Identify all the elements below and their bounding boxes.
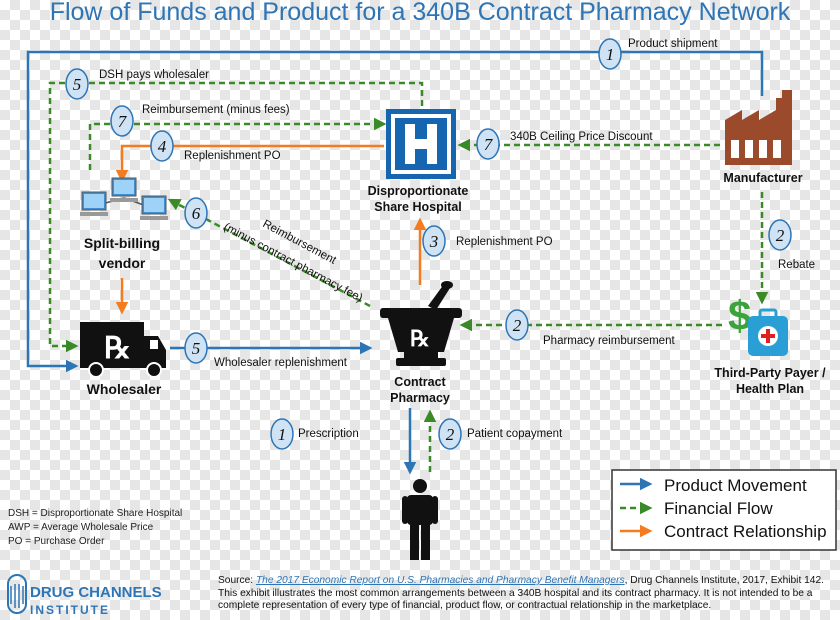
manufacturer-node: Manufacturer [723, 90, 803, 185]
flow-number: 1 [606, 45, 615, 64]
flow-label: Rebate [778, 259, 815, 271]
source-link[interactable]: The 2017 Economic Report on U.S. Pharmac… [255, 575, 625, 586]
flow-number: 7 [484, 135, 494, 154]
abbreviations: DSH = Disproportionate Share Hospital AW… [8, 508, 182, 547]
flow-number: 1 [278, 425, 287, 444]
drug-channels-logo: DRUG CHANNELS INSTITUTE [7, 574, 162, 617]
payer-node: $ Third-Party Payer / Health Plan [714, 292, 826, 396]
flow-number: 7 [118, 112, 128, 131]
flow-number: 2 [513, 316, 522, 335]
flow-reimbursement-minus-contract-fee: 6 Reimbursement (minus contract pharmacy… [184, 197, 365, 305]
flow-label: Pharmacy reimbursement [543, 335, 675, 347]
flow-label: Replenishment PO [456, 236, 553, 248]
flow-number: 2 [776, 226, 785, 245]
flow-number: 6 [192, 204, 201, 223]
abbr-po: PO = Purchase Order [8, 536, 105, 547]
pharmacy-node: ℞ Contract Pharmacy [380, 281, 462, 405]
abbr-awp: AWP = Average Wholesale Price [8, 522, 154, 533]
flow-label: Wholesaler replenishment [214, 357, 348, 369]
flow-label: DSH pays wholesaler [99, 69, 209, 81]
vendor-node: Split-billing vendor [80, 177, 168, 271]
vendor-label-line2: vendor [99, 255, 146, 271]
flow-product-shipment: 1 Product shipment [598, 38, 718, 70]
patient-node [402, 479, 438, 560]
flow-prescription: 1 Prescription [270, 418, 359, 450]
rx-truck-icon: ℞ [80, 322, 166, 378]
legend-financial-flow: Financial Flow [664, 499, 773, 518]
flow-label: Patient copayment [467, 428, 563, 440]
diagram-title: Flow of Funds and Product for a 340B Con… [50, 0, 791, 26]
arrow-product-shipment [26, 50, 764, 373]
flow-patient-copayment: 2 Patient copayment [438, 418, 563, 450]
flow-label: 340B Ceiling Price Discount [510, 131, 653, 143]
payer-label-line2: Health Plan [736, 382, 804, 396]
flow-label: Prescription [298, 428, 359, 440]
person-icon [402, 479, 438, 560]
hospital-label-line2: Share Hospital [374, 200, 462, 214]
flow-label: Reimbursement (minus fees) [142, 104, 290, 116]
arrow-reimbursement-minus-contract-fee [167, 198, 371, 308]
payer-label-line1: Third-Party Payer / [714, 366, 826, 380]
flow-number: 2 [446, 425, 455, 444]
flow-replenishment-po-3: 3 Replenishment PO [422, 225, 553, 257]
abbr-dsh: DSH = Disproportionate Share Hospital [8, 508, 182, 519]
svg-text:℞: ℞ [104, 332, 131, 365]
flow-number: 5 [73, 75, 82, 94]
logo-line2: INSTITUTE [30, 603, 110, 617]
flow-ceiling-price-discount: 7 340B Ceiling Price Discount [476, 128, 653, 160]
pharmacy-label-line2: Pharmacy [390, 391, 450, 405]
flow-pharmacy-reimbursement: 2 Pharmacy reimbursement [505, 309, 675, 347]
logo-line1: DRUG CHANNELS [30, 584, 162, 601]
arrow-dsh-pays-wholesaler [48, 81, 424, 353]
flow-label: Replenishment PO [184, 150, 281, 162]
flow-rebate: 2 Rebate [768, 219, 815, 271]
flow-replenishment-po-4: 4 Replenishment PO [150, 130, 281, 162]
legend-contract-relationship: Contract Relationship [664, 522, 827, 541]
svg-text:$: $ [728, 292, 751, 339]
hospital-node: Disproportionate Share Hospital [368, 109, 469, 214]
source-prefix: Source: [218, 575, 256, 586]
pharmacy-label-line1: Contract [394, 375, 446, 389]
money-medical-case-icon: $ [728, 292, 788, 356]
capsule-logo-icon [7, 574, 27, 614]
legend-product-movement: Product Movement [664, 476, 807, 495]
computer-network-icon [80, 177, 168, 220]
mortar-pestle-rx-icon: ℞ [380, 281, 462, 366]
source-citation: Source: The 2017 Economic Report on U.S.… [218, 575, 838, 613]
svg-text:℞: ℞ [410, 326, 430, 351]
arrow-replenishment-po-4 [115, 144, 384, 183]
factory-icon [725, 90, 792, 165]
flow-wholesaler-replenishment: 5 Wholesaler replenishment [184, 332, 348, 369]
vendor-label-line1: Split-billing [84, 235, 160, 251]
arrow-reimbursement-minus-fees [88, 117, 387, 170]
source-text: , Drug Channels Institute, 2017, Exhibit… [218, 575, 824, 611]
flow-dsh-pays-wholesaler: 5 DSH pays wholesaler [65, 68, 209, 100]
flow-number: 5 [192, 339, 201, 358]
manufacturer-label: Manufacturer [723, 171, 802, 185]
wholesaler-label: Wholesaler [87, 381, 162, 397]
legend: Product Movement Financial Flow Contract… [611, 469, 837, 551]
flow-number: 3 [429, 232, 439, 251]
flow-label: Product shipment [628, 38, 718, 50]
hospital-h-icon [386, 109, 456, 179]
flow-reimbursement-minus-fees: 7 Reimbursement (minus fees) [110, 104, 290, 137]
flow-number: 4 [158, 137, 167, 156]
wholesaler-node: ℞ Wholesaler [80, 322, 166, 397]
hospital-label-line1: Disproportionate [368, 184, 469, 198]
